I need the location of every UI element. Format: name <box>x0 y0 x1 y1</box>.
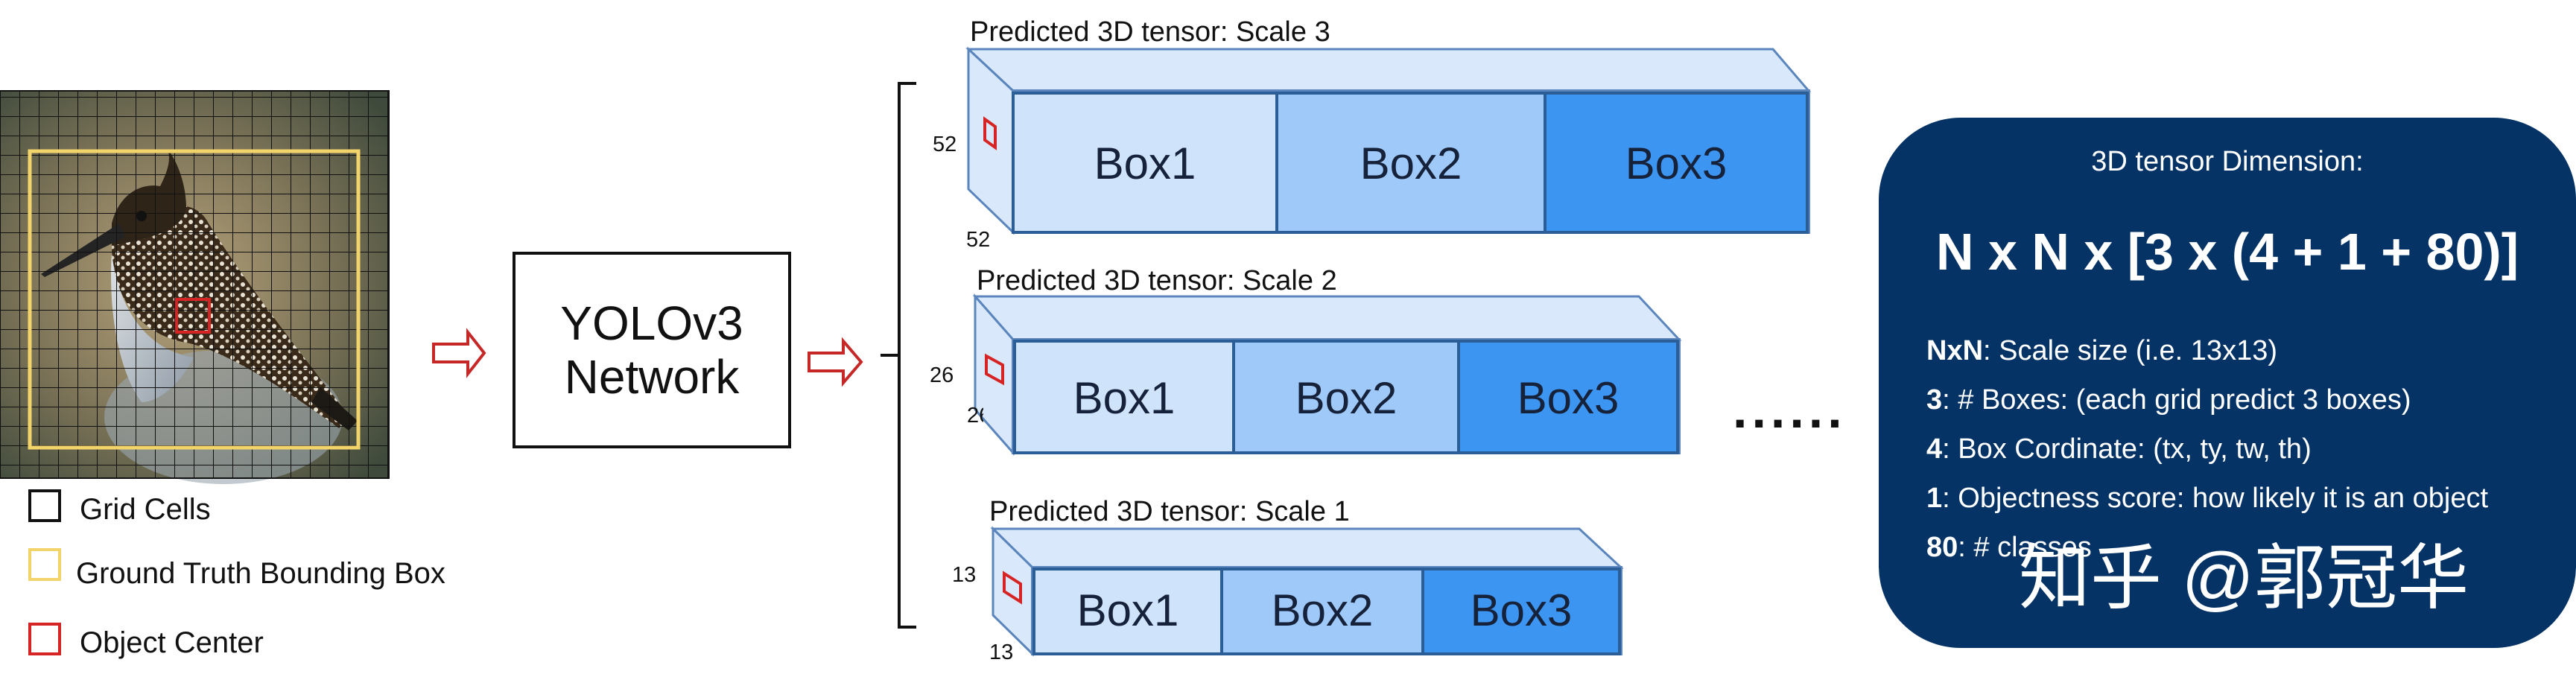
grid-overlay <box>0 90 390 479</box>
tensor-dimension-panel: 3D tensor Dimension: N x N x [3 x (4 + 1… <box>1879 118 2576 648</box>
panel-line-text: : Box Cordinate: (tx, ty, tw, th) <box>1942 433 2312 465</box>
tensor-scale-2-dim: 26 <box>930 363 954 387</box>
panel-line-text: : # Boxes: (each grid predict 3 boxes) <box>1942 384 2411 416</box>
anchor-cell-icon <box>1003 570 1022 605</box>
panel-line-text: : Objectness score: how likely it is an … <box>1942 483 2489 514</box>
tensor-box-label: Box2 <box>1360 139 1462 188</box>
tensor-box-label: Box3 <box>1471 585 1573 635</box>
tensor-scale-1 <box>990 526 1624 657</box>
panel-line-coordinates: 4: Box Cordinate: (tx, ty, tw, th) <box>1926 433 2312 465</box>
panel-line-text: : # classes <box>1958 532 2092 563</box>
panel-line-boxes: 3: # Boxes: (each grid predict 3 boxes) <box>1926 384 2411 416</box>
legend-grid-cells-label: Grid Cells <box>80 493 211 526</box>
tensor-box-label: Box3 <box>1625 139 1728 188</box>
panel-line-key: 3 <box>1926 384 1943 416</box>
tensor-scale-1-title: Predicted 3D tensor: Scale 1 <box>989 496 1350 527</box>
panel-line-key: 4 <box>1926 433 1943 465</box>
panel-line-nxn: NxN: Scale size (i.e. 13x13) <box>1926 335 2277 367</box>
tensor-scale-3-dim: 52 <box>933 133 957 156</box>
tensor-scale-2-title: Predicted 3D tensor: Scale 2 <box>977 265 1337 296</box>
more-scales-ellipsis: ...... <box>1733 381 1847 439</box>
network-label-line2: Network <box>564 350 740 404</box>
panel-line-key: NxN <box>1926 335 1984 366</box>
watermark: 知乎 @郭冠华 <box>2019 538 2469 618</box>
arrow-network-to-tensors-icon <box>808 337 863 387</box>
panel-line-key: 80 <box>1926 532 1958 563</box>
panel-line-classes: 80: # classes <box>1926 532 2092 564</box>
panel-line-objectness: 1: Objectness score: how likely it is an… <box>1926 483 2488 515</box>
anchor-cell-icon <box>985 353 1004 386</box>
tensor-scale-1-box1 <box>1032 568 1223 655</box>
tensor-box-label: Box1 <box>1094 139 1196 188</box>
tensor-scale-1-dim: 13 <box>952 563 977 587</box>
panel-heading: 3D tensor Dimension: <box>2091 146 2364 177</box>
legend-grid-swatch <box>28 489 61 522</box>
network-box <box>513 252 791 448</box>
network-label-line1: YOLOv3 <box>560 296 743 350</box>
tensor-box-label: Box1 <box>1077 585 1179 635</box>
network-label: YOLOv3 Network <box>514 296 790 404</box>
tensor-scale-1-box2 <box>1220 568 1424 655</box>
panel-line-key: 1 <box>1926 483 1943 514</box>
tensor-scale-3-box3 <box>1544 92 1809 234</box>
tensor-scale-1-box3 <box>1421 568 1621 655</box>
object-center-cell <box>175 298 211 334</box>
arrow-image-to-network-icon <box>432 328 486 378</box>
tensor-box-label: Box1 <box>1073 373 1176 423</box>
tensor-scale-3-box1 <box>1012 92 1278 234</box>
tensor-scale-1-dim-bottom: 13 <box>989 641 1014 664</box>
panel-formula: N x N x [3 x (4 + 1 + 80)] <box>1935 223 2519 281</box>
tensor-scale-2-dim-bottom: 26 <box>967 404 983 428</box>
tensor-box-label: Box2 <box>1272 585 1374 635</box>
tensor-box-label: Box2 <box>1295 373 1398 423</box>
tensor-scale-3-box2 <box>1275 92 1546 234</box>
tensor-box-label: Box3 <box>1517 373 1619 423</box>
tensor-scale-3 <box>965 46 1812 235</box>
panel-line-text: : Scale size (i.e. 13x13) <box>1983 335 2277 366</box>
anchor-cell-icon <box>983 116 997 150</box>
legend-object-center-swatch <box>28 623 61 655</box>
tensor-scale-2-box2 <box>1232 340 1460 454</box>
ground-truth-box <box>28 149 361 450</box>
tensor-scale-2-box3 <box>1457 340 1679 454</box>
legend-ground-truth-swatch <box>28 548 61 581</box>
tensor-scale-2 <box>972 293 1682 456</box>
legend-ground-truth-label: Ground Truth Bounding Box <box>76 557 445 590</box>
tensor-scale-3-dim-bottom: 52 <box>966 228 991 252</box>
tensor-scale-3-title: Predicted 3D tensor: Scale 3 <box>970 16 1330 48</box>
legend-object-center-label: Object Center <box>80 626 264 659</box>
scale-bracket <box>881 82 916 629</box>
